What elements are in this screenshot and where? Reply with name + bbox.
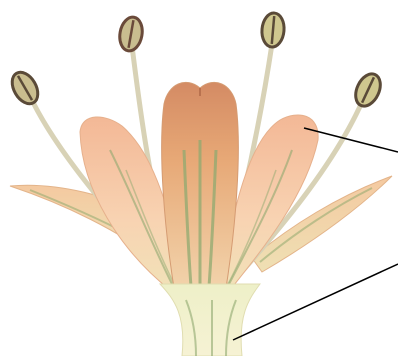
anther xyxy=(261,12,286,48)
receptacle xyxy=(160,284,260,356)
pistil xyxy=(162,82,239,302)
receptacle-body xyxy=(160,284,260,356)
anther xyxy=(351,70,385,110)
anther xyxy=(7,68,43,108)
pointer-line-receptacle xyxy=(233,264,398,340)
anther xyxy=(117,15,145,52)
